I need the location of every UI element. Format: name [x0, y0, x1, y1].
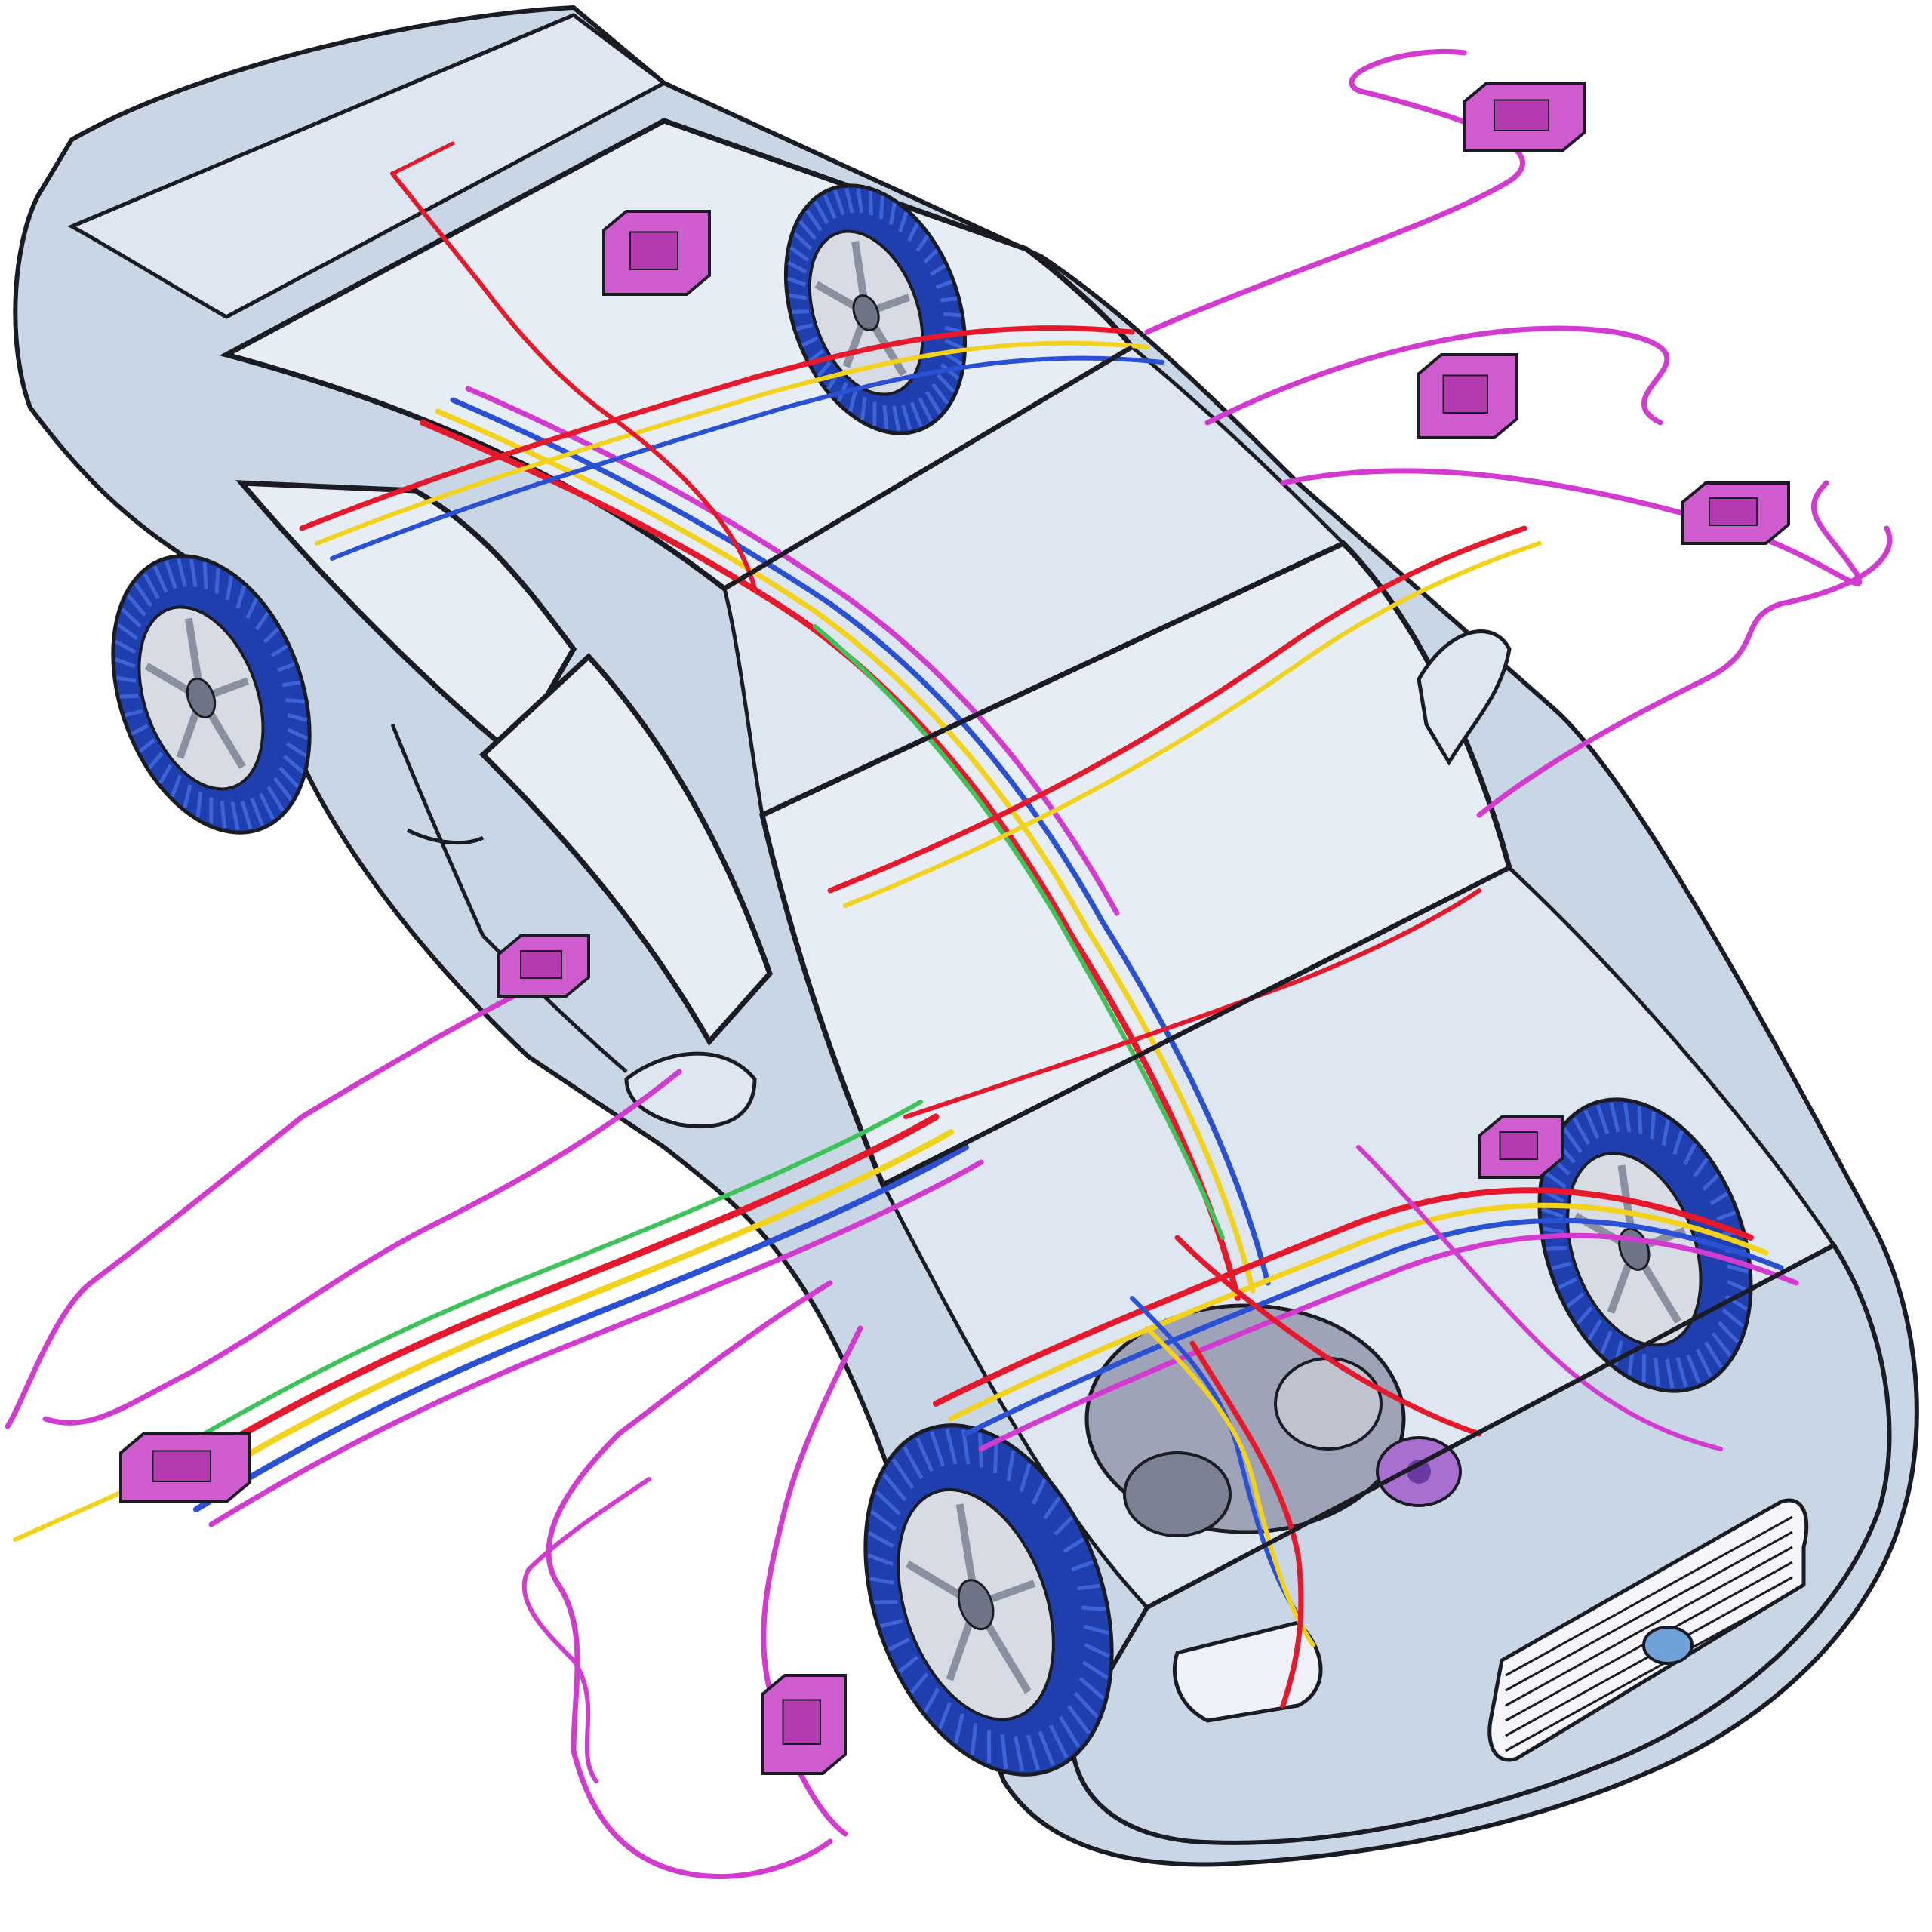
wire-red	[162, 1113, 940, 1483]
wire-blue	[450, 397, 1271, 1286]
front-right-wheel	[1537, 1097, 1753, 1393]
wire-blue	[193, 1144, 969, 1512]
side-mirror-left	[624, 1051, 757, 1128]
wire-red	[1174, 1235, 1482, 1437]
wire-red	[617, 420, 757, 591]
wire-magenta	[1476, 525, 1893, 818]
hub	[957, 1579, 995, 1631]
side-window-front	[478, 653, 773, 1046]
wire-blue	[963, 1217, 1784, 1437]
wire-yellow	[435, 408, 1256, 1294]
side-mirror-right	[1417, 629, 1512, 766]
grille-slat	[1505, 1546, 1793, 1707]
wire-yellow	[315, 340, 1149, 546]
intake	[1123, 1451, 1232, 1537]
wire-green	[149, 1100, 923, 1466]
front-relay-box	[1478, 1115, 1564, 1179]
wire-yellow	[178, 1129, 954, 1497]
wire-green	[813, 624, 1225, 1240]
badge-emblem	[1642, 1626, 1694, 1665]
grille-slat	[1505, 1515, 1793, 1677]
wire-magenta	[978, 1232, 1799, 1452]
wire-magenta	[465, 386, 1120, 916]
external-module-top	[1463, 82, 1586, 152]
body-outline	[723, 345, 1835, 1610]
rear-control-module	[602, 210, 711, 296]
wire-yellow	[1145, 1326, 1315, 1647]
external-connector-left	[119, 1432, 251, 1503]
wire-red	[827, 525, 1527, 894]
alternator	[1274, 1357, 1383, 1451]
wire-blue	[330, 355, 1164, 561]
grille-slat	[1505, 1531, 1793, 1692]
wheels	[111, 183, 1753, 1777]
wire-magenta	[42, 1069, 682, 1426]
wire-magenta	[546, 1280, 833, 1879]
grille	[1487, 1498, 1809, 1762]
external-module-right	[1681, 481, 1790, 545]
external-module-right-upper	[1417, 353, 1518, 439]
front-left-wheel	[863, 1423, 1114, 1777]
wire-blue	[1130, 1296, 1300, 1617]
wire-red	[390, 141, 455, 176]
wire-red	[1189, 1340, 1304, 1709]
grille-slat	[1505, 1591, 1793, 1752]
wire-magenta	[1204, 325, 1670, 426]
wire-red	[390, 171, 621, 425]
wire-magenta	[208, 1159, 984, 1527]
wire-red	[299, 325, 1135, 531]
hub	[186, 677, 217, 719]
modules	[119, 82, 1790, 1775]
wire-magenta	[1144, 48, 1526, 335]
wire-magenta	[1356, 1145, 1723, 1451]
wire-yellow	[843, 541, 1542, 908]
wire-yellow	[948, 1202, 1769, 1422]
trunk-lid	[67, 13, 668, 319]
wire-red	[420, 420, 1241, 1301]
trunk-edge	[71, 13, 666, 319]
wire-magenta	[1280, 468, 1863, 586]
wiring-harness	[5, 48, 1893, 1879]
wire-red	[933, 1187, 1754, 1407]
hub	[852, 294, 880, 331]
side-module	[497, 934, 590, 998]
wire-magenta	[5, 978, 546, 1429]
external-module-bottom	[761, 1674, 847, 1775]
wire-magenta	[521, 1477, 651, 1783]
rear-left-wheel	[111, 554, 312, 835]
